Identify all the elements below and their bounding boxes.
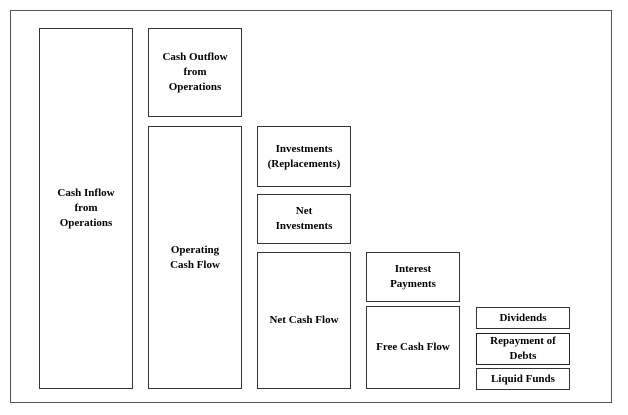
repayment-of-debts-box: Repayment of Debts	[476, 333, 570, 365]
investments-replacements-box: Investments (Replacements)	[257, 126, 351, 187]
net-investments-label: Net Investments	[275, 205, 333, 232]
dividends-box: Dividends	[476, 307, 570, 329]
free-cash-flow-box: Free Cash Flow	[366, 306, 460, 389]
dividends-label: Dividends	[499, 311, 547, 324]
cash-outflow-box: Cash Outflow from Operations	[148, 28, 242, 117]
net-cash-flow-label: Net Cash Flow	[269, 314, 339, 326]
net-investments-box: Net Investments	[257, 194, 351, 244]
interest-payments-label: Interest Payments	[390, 263, 436, 290]
investments-replacements-label: Investments (Replacements)	[267, 142, 341, 170]
diagram-frame	[10, 10, 612, 403]
interest-payments-box: Interest Payments	[366, 252, 460, 302]
liquid-funds-label: Liquid Funds	[491, 372, 555, 385]
operating-cash-flow-label: Operating Cash Flow	[170, 243, 220, 271]
net-cash-flow-box: Net Cash Flow	[257, 252, 351, 389]
cash-inflow-label: Cash Inflow from Operations	[57, 187, 115, 229]
cash-outflow-label: Cash Outflow from Operations	[162, 51, 228, 93]
cash-inflow-box: Cash Inflow from Operations	[39, 28, 133, 389]
free-cash-flow-label: Free Cash Flow	[376, 341, 450, 353]
operating-cash-flow-box: Operating Cash Flow	[148, 126, 242, 389]
liquid-funds-box: Liquid Funds	[476, 368, 570, 390]
repayment-of-debts-label: Repayment of Debts	[490, 335, 556, 362]
